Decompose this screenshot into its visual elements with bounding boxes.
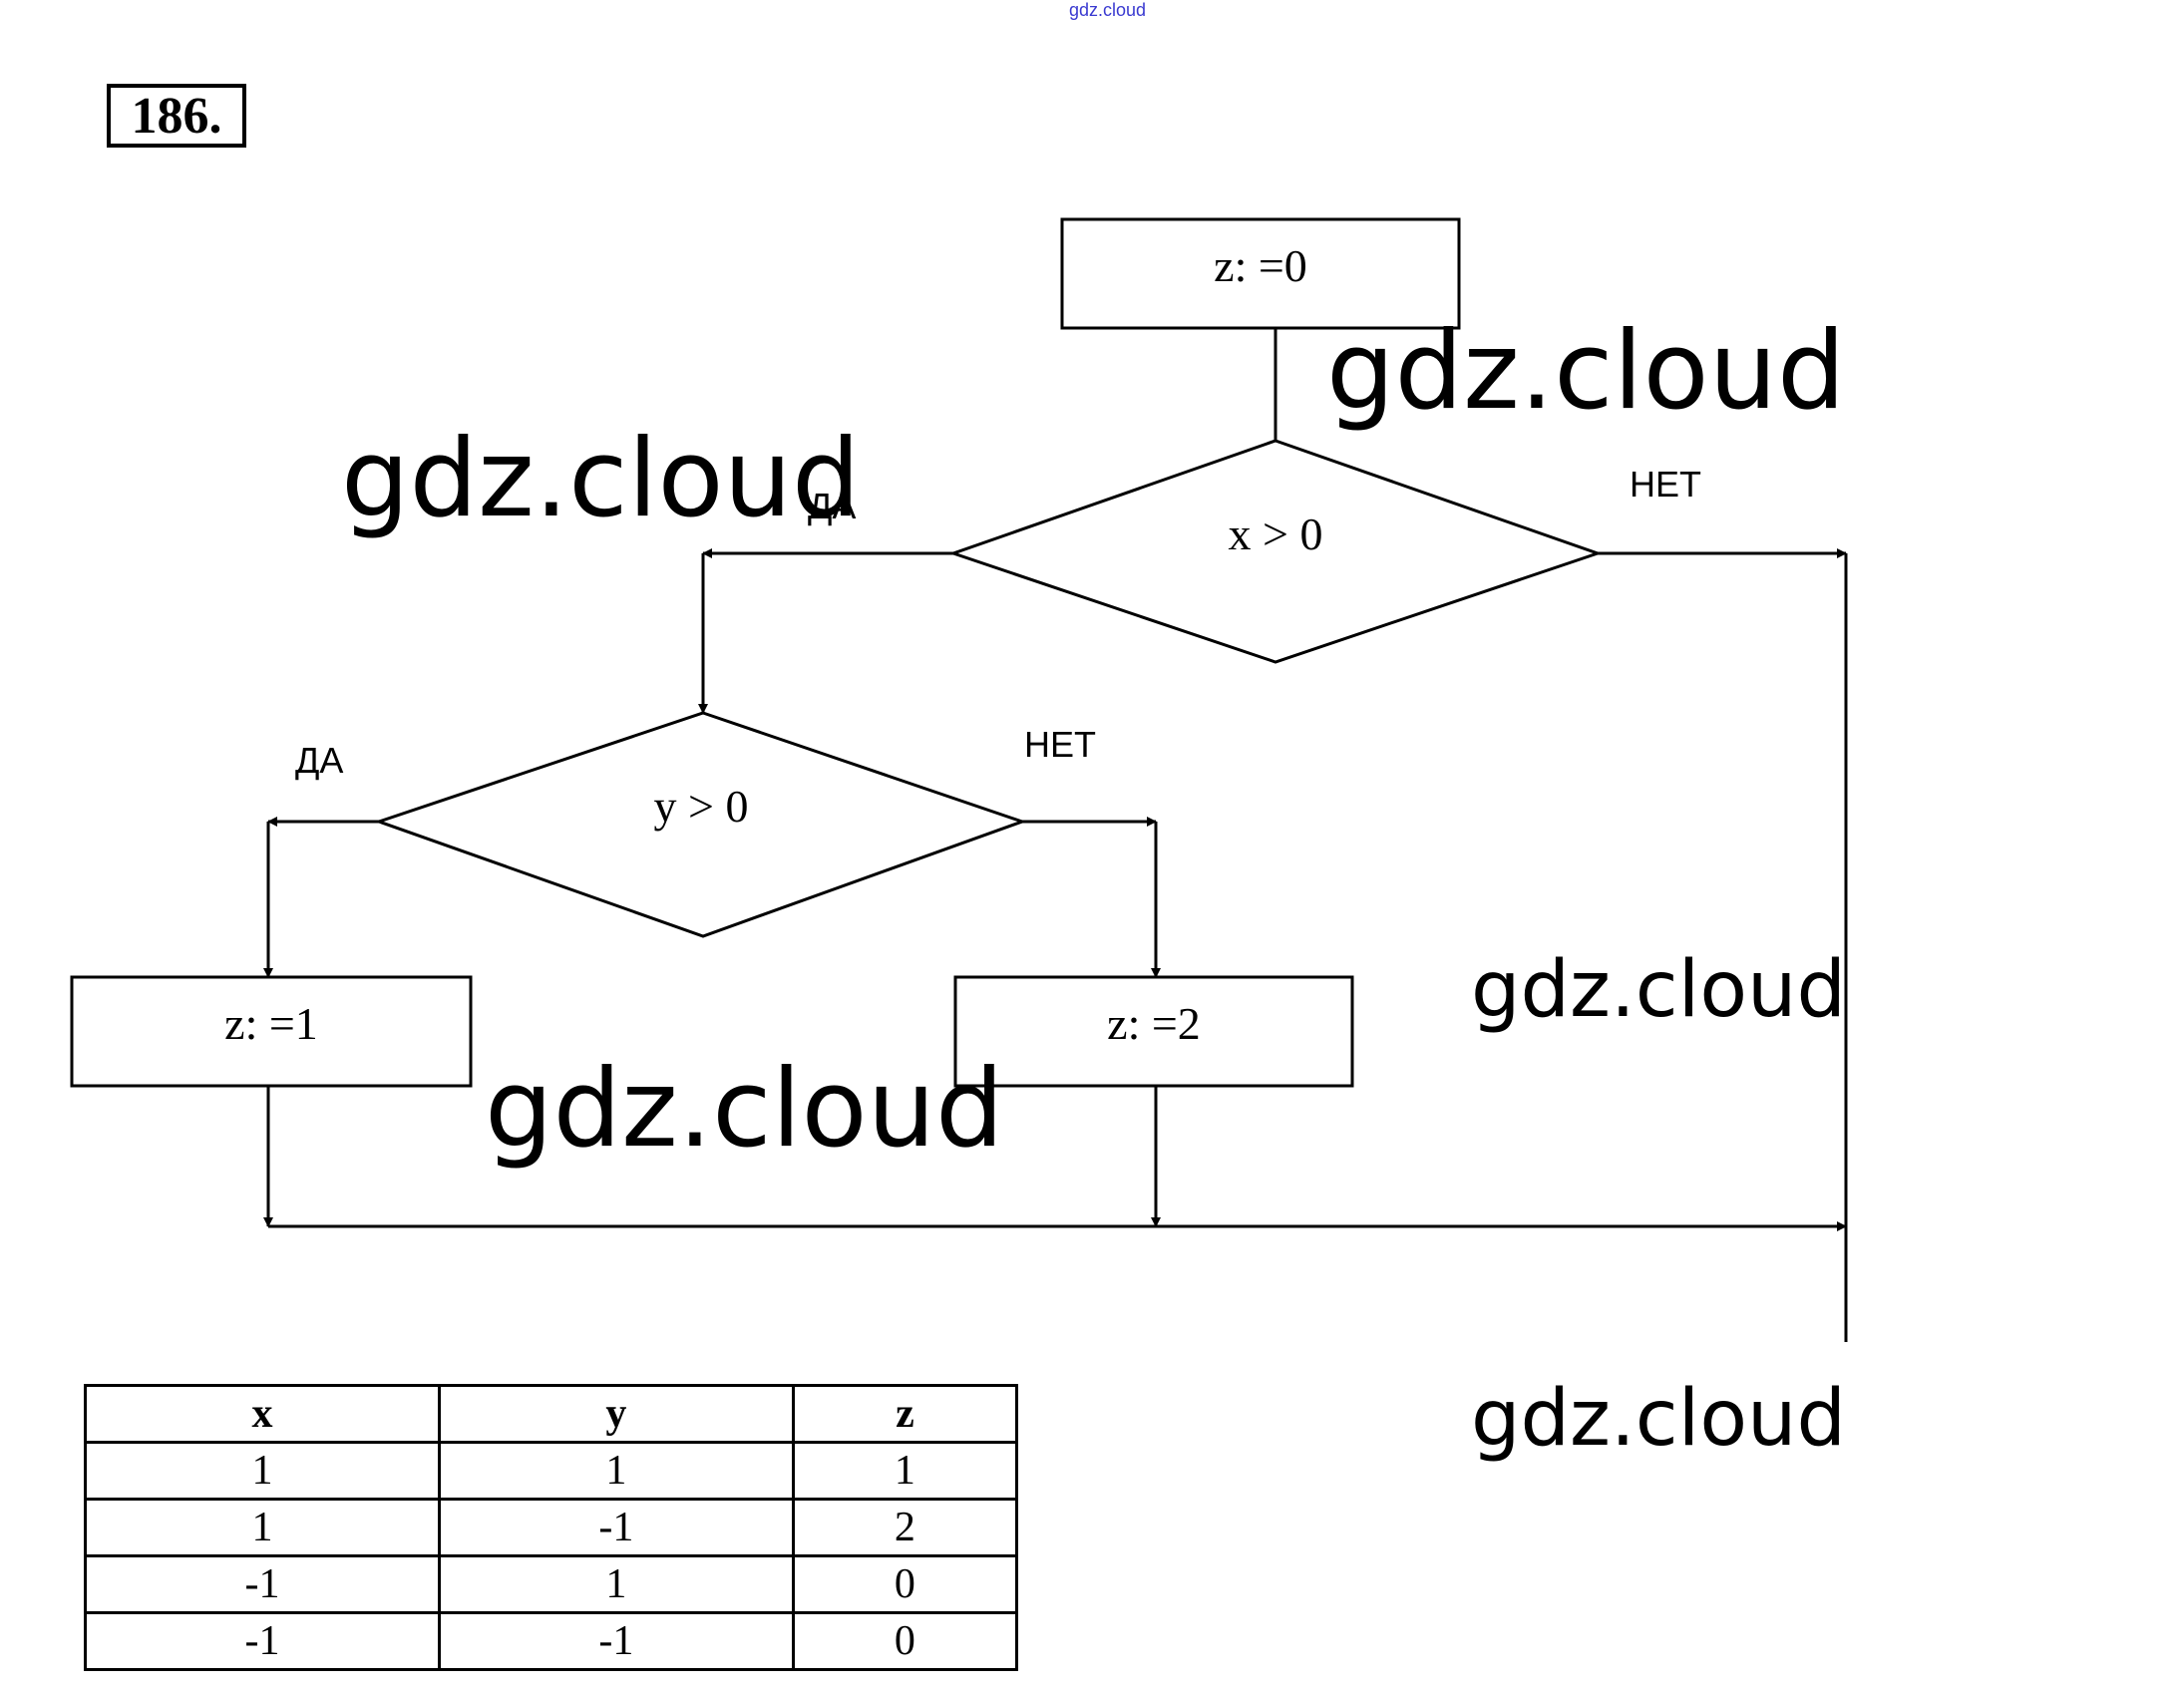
site-watermark-small: gdz.cloud — [1069, 0, 1147, 20]
decision-2-diamond — [374, 711, 1027, 938]
table-cell: -1 — [437, 1498, 795, 1557]
table-cell: 0 — [791, 1554, 1019, 1614]
watermark: gdz.cloud — [1326, 309, 1846, 434]
block-no — [953, 975, 1354, 1088]
table-cell: 0 — [791, 1611, 1019, 1671]
yes-label-1: ДА — [808, 486, 856, 526]
table-cell: 1 — [437, 1554, 795, 1614]
watermark: gdz.cloud — [341, 417, 861, 541]
table-cell: 1 — [84, 1498, 441, 1557]
yes-label-2: ДА — [295, 740, 343, 781]
watermark: gdz.cloud — [1471, 945, 1846, 1035]
table-cell: 1 — [84, 1441, 441, 1501]
column-header: x — [84, 1384, 441, 1444]
start-block-text: z: =0 — [1214, 240, 1307, 291]
no-label-2: НЕТ — [1024, 724, 1096, 765]
table-row: 1 -1 2 — [84, 1498, 1019, 1557]
table-cell: -1 — [437, 1611, 795, 1671]
decision-2-text: y > 0 — [654, 781, 749, 832]
values-table: x y z 1 1 1 1 -1 2 -1 1 0 -1 -1 0 — [84, 1384, 1019, 1671]
no-label-1: НЕТ — [1630, 464, 1701, 505]
table-header-row: x y z — [84, 1384, 1019, 1444]
table-cell: 1 — [437, 1441, 795, 1501]
start-block — [1060, 217, 1461, 330]
problem-number: 186. — [107, 84, 246, 148]
table-cell: 2 — [791, 1498, 1019, 1557]
table-row: 1 1 1 — [84, 1441, 1019, 1501]
decision-1-diamond — [948, 439, 1603, 664]
table-row: -1 -1 0 — [84, 1611, 1019, 1671]
column-header: y — [437, 1384, 795, 1444]
block-yes — [70, 975, 473, 1088]
decision-1-text: x > 0 — [1229, 508, 1323, 559]
table-cell: -1 — [84, 1611, 441, 1671]
block-no-text: z: =2 — [1107, 998, 1201, 1049]
table-cell: 1 — [791, 1441, 1019, 1501]
table-cell: -1 — [84, 1554, 441, 1614]
watermark: gdz.cloud — [485, 1047, 1004, 1172]
table-row: -1 1 0 — [84, 1554, 1019, 1614]
column-header: z — [791, 1384, 1019, 1444]
block-yes-text: z: =1 — [224, 998, 318, 1049]
watermark: gdz.cloud — [1471, 1374, 1846, 1464]
